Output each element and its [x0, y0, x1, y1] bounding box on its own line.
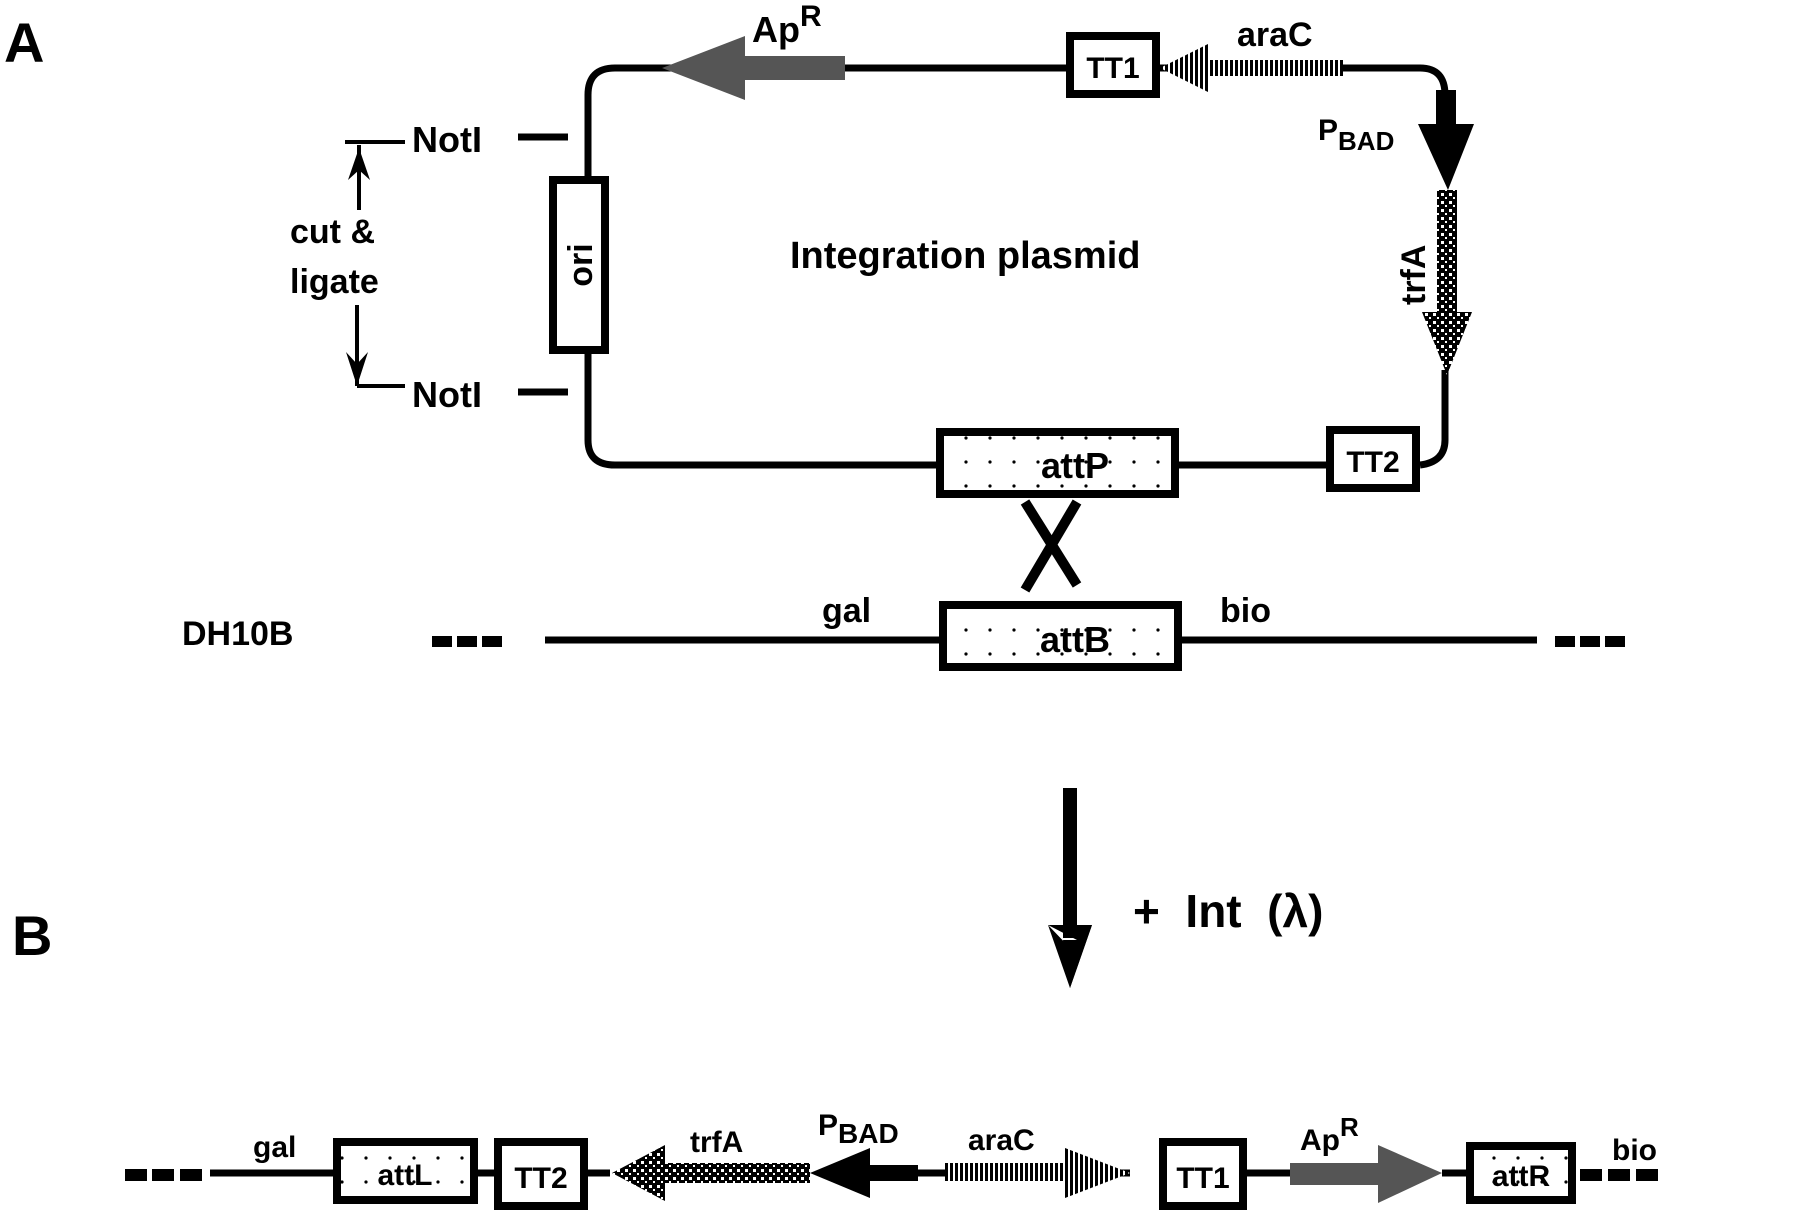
- attl-site-box: [333, 1138, 478, 1204]
- ori-label: ori: [562, 243, 600, 286]
- panel-label-b: B: [12, 904, 52, 967]
- arac-gene-arrow: [1160, 44, 1343, 92]
- bio-label: bio: [1220, 592, 1271, 630]
- product-trfa-arrow: [612, 1145, 810, 1201]
- attl-label: attL: [378, 1159, 433, 1192]
- tt2-terminator-box: [1326, 426, 1420, 492]
- plasmid-title: Integration plasmid: [790, 235, 1140, 277]
- noti-bottom-label: NotI: [412, 374, 482, 415]
- arrow-down-icon: [346, 352, 368, 386]
- cut-ligate-text-line1: cut &: [290, 213, 375, 251]
- cut-ligate-bracket: [345, 140, 405, 388]
- pbad-label: PBAD: [1318, 114, 1394, 156]
- product-apr-arrow: [1290, 1145, 1442, 1203]
- trfa-gene-arrow: [1422, 190, 1472, 375]
- integrase-label: + Int (λ): [1133, 885, 1323, 937]
- product-pbad-arrow: [810, 1148, 918, 1198]
- tt2-label: TT2: [1346, 446, 1399, 479]
- product-gal-label: gal: [253, 1131, 296, 1164]
- product-bio-label: bio: [1612, 1134, 1657, 1167]
- tt1-label: TT1: [1086, 52, 1139, 85]
- attr-site-box: [1466, 1142, 1576, 1204]
- attb-label: attB: [1040, 619, 1110, 660]
- product-tt1-label: TT1: [1176, 1162, 1229, 1195]
- arac-label: araC: [1237, 16, 1313, 54]
- product-tt2-box: [494, 1138, 588, 1210]
- strain-label: DH10B: [182, 615, 293, 653]
- attp-label: attP: [1041, 445, 1109, 486]
- tt1-terminator-box: [1066, 32, 1160, 98]
- product-trfa-label: trfA: [690, 1126, 743, 1159]
- noti-top-label: NotI: [412, 119, 482, 160]
- product-arac-label: araC: [968, 1124, 1035, 1157]
- apr-arrow-shaft: [745, 56, 845, 80]
- product-tt1-box: [1159, 1138, 1247, 1210]
- product-pbad-label: PBAD: [818, 1109, 899, 1149]
- gal-label: gal: [822, 592, 871, 630]
- cut-ligate-text-line2: ligate: [290, 263, 379, 301]
- attr-label: attR: [1492, 1160, 1551, 1193]
- arrow-up-icon: [348, 148, 370, 180]
- product-tt2-label: TT2: [514, 1162, 567, 1195]
- pbad-promoter-arrow: [1418, 90, 1474, 190]
- apr-label: ApR: [752, 0, 822, 50]
- attb-site-box: [939, 601, 1182, 671]
- crossover-x-icon: [1020, 499, 1082, 593]
- attp-site-box: [936, 428, 1179, 498]
- apr-gene-arrow: [662, 36, 845, 100]
- trfa-label: trfA: [1395, 245, 1433, 305]
- product-arac-arrow: [945, 1148, 1130, 1198]
- ori-box: [549, 176, 609, 354]
- chromosome-line: [432, 636, 1625, 647]
- panel-label-a: A: [4, 11, 44, 74]
- reaction-arrow-icon: [1048, 788, 1092, 988]
- apr-arrow-head: [662, 36, 745, 100]
- product-apr-label: ApR: [1300, 1112, 1359, 1157]
